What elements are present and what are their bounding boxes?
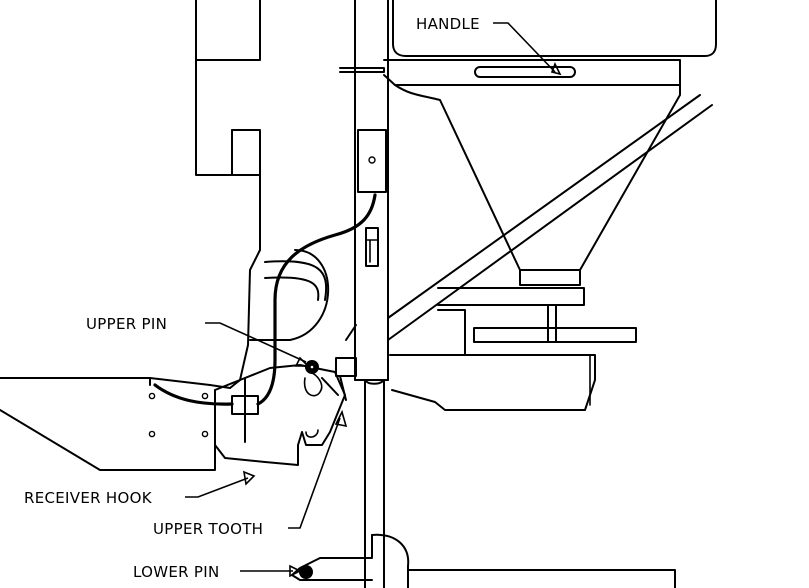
receiver-hook-plate xyxy=(214,364,346,466)
label-lower-pin: LOWER PIN xyxy=(133,563,220,581)
label-handle: HANDLE xyxy=(416,15,480,33)
lower-mount xyxy=(291,533,676,588)
vehicle-body xyxy=(0,0,330,471)
label-receiver-hook: RECEIVER HOOK xyxy=(24,489,153,507)
hopper xyxy=(383,0,717,343)
diagonal-brace xyxy=(387,94,713,341)
wire-harness xyxy=(153,193,377,415)
lower-pin xyxy=(299,565,313,579)
mast xyxy=(339,0,389,588)
spinner-tray xyxy=(389,287,637,411)
upper-tooth xyxy=(321,324,357,401)
label-upper-pin: UPPER PIN xyxy=(86,315,167,333)
label-upper-tooth: UPPER TOOTH xyxy=(153,520,263,538)
handle-slot xyxy=(474,66,576,78)
leader-lines xyxy=(185,22,562,578)
